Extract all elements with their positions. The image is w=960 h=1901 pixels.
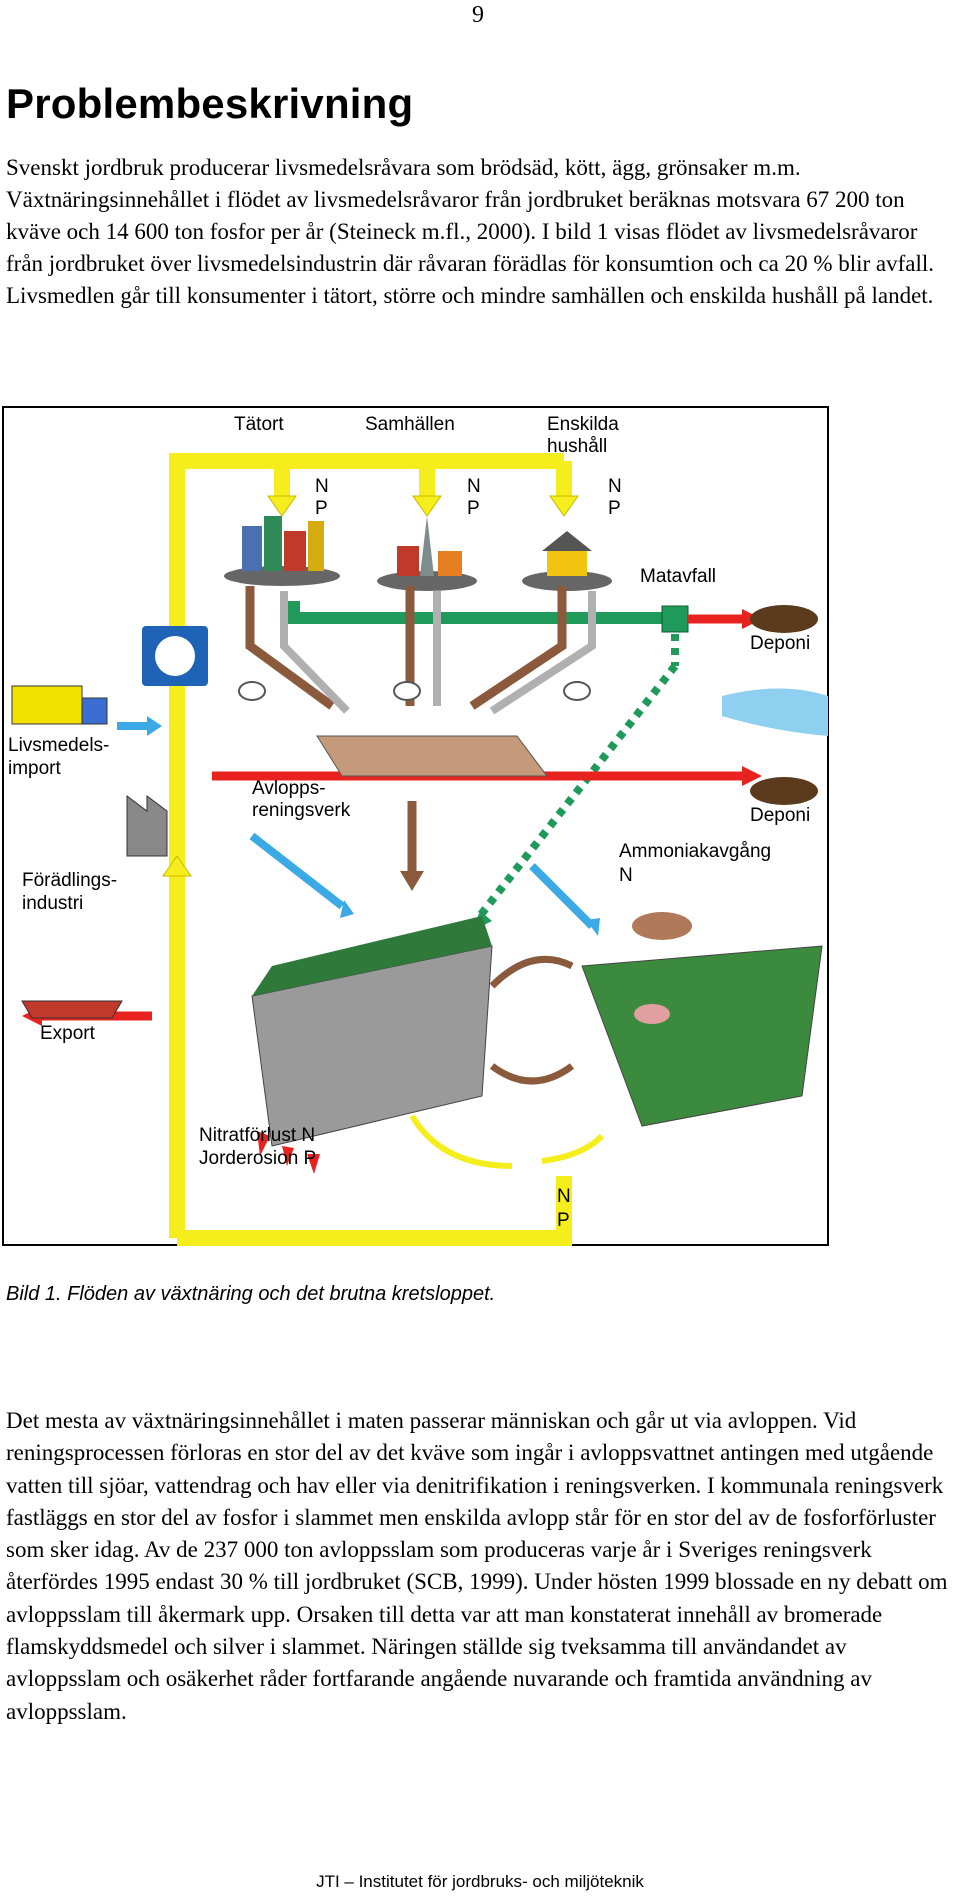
deponi-pile-top [750,605,818,633]
label-p-2: P [467,498,480,519]
label-nitrat: Nitratförlust N [199,1125,315,1146]
page-number: 9 [472,2,484,28]
avlopps-reningsverk-icon [316,735,548,777]
water-outlet [722,688,828,736]
label-tatort: Tätort [234,414,284,435]
label-p-3: P [608,498,621,519]
label-industri: industri [22,893,83,914]
label-deponi-bottom: Deponi [750,805,810,826]
label-foradlings: Förädlings- [22,870,117,891]
nitrate-loss-arrows [257,1131,320,1174]
pig-icon [634,1004,670,1024]
label-livsmedels: Livsmedels- [8,735,109,756]
intro-paragraph: Svenskt jordbruk producerar livsmedelsrå… [6,155,935,308]
waste-bin-icon [661,605,689,633]
samhallen-town-icon [377,516,477,591]
label-p-1: P [315,498,328,519]
foradlings-industri-icon [126,795,168,857]
label-hushall: hushåll [547,436,607,457]
cow-icon [632,912,692,940]
label-export: Export [40,1023,96,1044]
label-n-3: N [608,476,622,497]
pasture-field-icon [581,945,823,1127]
label-import: import [8,758,62,779]
label-bottom-n: N [557,1186,571,1207]
import-truck-icon [11,685,83,725]
label-jorderosion: Jorderosion P [199,1148,316,1169]
page-heading: Problembeskrivning [6,80,414,127]
crop-field-icon [251,945,493,1147]
page-footer: JTI – Institutet för jordbruks- och milj… [316,1872,644,1891]
body-paragraph: Det mesta av växtnäringsinnehållet i mat… [6,1408,948,1724]
label-n-1: N [315,476,329,497]
label-matavfall: Matavfall [640,566,716,587]
label-reningsverk: reningsverk [252,800,351,821]
enskilda-house-icon [522,531,612,591]
deponi-pile-bottom [750,777,818,805]
label-samhallen: Samhällen [365,414,455,435]
toilet-icons [238,681,591,701]
label-bottom-p: P [557,1210,570,1231]
nutrient-flow-figure: Tätort Samhällen Enskilda hushåll N P N … [2,406,829,1246]
yellow-arrowheads [162,495,579,877]
label-ammoniak-n: N [619,865,633,886]
green-dotted-flow [468,634,679,929]
label-avlopps: Avlopps- [252,778,326,799]
label-enskilda: Enskilda [547,414,619,435]
label-deponi-top: Deponi [750,633,810,654]
food-waste-flow [288,601,672,624]
label-n-2: N [467,476,481,497]
export-ship-icon [21,1000,123,1019]
label-ammoniak: Ammoniakavgång [619,841,771,862]
tatort-city-icon [224,516,340,586]
food-supply-flow [169,453,572,1246]
figure-caption: Bild 1. Flöden av växtnäring och det bru… [6,1283,496,1305]
